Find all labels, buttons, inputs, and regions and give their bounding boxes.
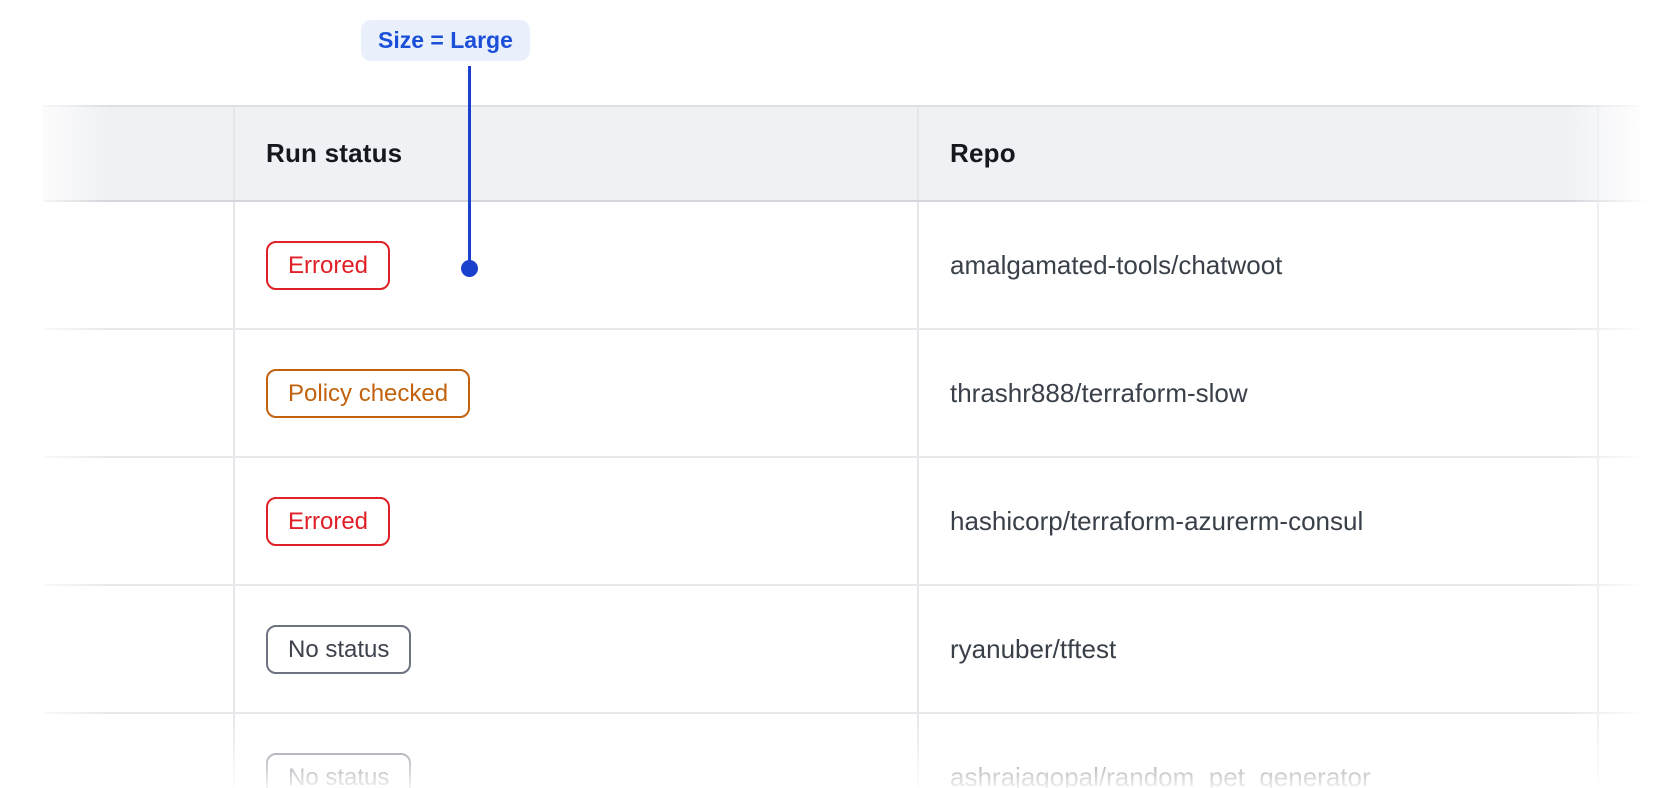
cell-empty [1597, 714, 1672, 788]
header-label-run-status: Run status [266, 138, 403, 168]
run-status-badge: No status [266, 624, 412, 674]
run-status-badge: Errored [266, 496, 391, 546]
cell-empty [1597, 458, 1672, 584]
header-cell-empty-right [1597, 107, 1672, 200]
table-row[interactable]: Errored hashicorp/terraform-azurerm-cons… [43, 458, 1672, 586]
header-cell-repo: Repo [917, 107, 1597, 200]
table-row[interactable]: Errored amalgamated-tools/chatwoot [43, 202, 1672, 330]
cell-empty [43, 330, 233, 456]
annotation-pointer-line [468, 66, 471, 261]
cell-run-status: Errored [233, 458, 917, 584]
table-row[interactable]: No status ryanuber/tftest [43, 586, 1672, 714]
cell-run-status: Policy checked [233, 330, 917, 456]
header-cell-run-status: Run status [233, 107, 917, 200]
runs-table: Run status Repo Errored amalgamated-tool… [43, 105, 1672, 788]
cell-empty [43, 714, 233, 788]
cell-repo: thrashr888/terraform-slow [917, 330, 1597, 456]
repo-name: amalgamated-tools/chatwoot [950, 249, 1283, 280]
cell-empty [43, 202, 233, 328]
header-label-repo: Repo [950, 138, 1016, 168]
cell-repo: hashicorp/terraform-azurerm-consul [917, 458, 1597, 584]
cell-empty [43, 458, 233, 584]
repo-name: ryanuber/tftest [950, 633, 1117, 664]
cell-run-status: Errored [233, 202, 917, 328]
cell-run-status: No status [233, 714, 917, 788]
cell-run-status: No status [233, 586, 917, 712]
cell-repo: ryanuber/tftest [917, 586, 1597, 712]
cell-empty [1597, 330, 1672, 456]
cell-repo: ashrajagopal/random_pet_generator [917, 714, 1597, 788]
header-cell-empty-left [43, 107, 233, 200]
run-status-badge: No status [266, 752, 412, 788]
repo-name: thrashr888/terraform-slow [950, 377, 1248, 408]
annotation-pointer-dot [461, 260, 478, 277]
cell-empty [1597, 202, 1672, 328]
annotation-label: Size = Large [361, 20, 530, 61]
repo-name: hashicorp/terraform-azurerm-consul [950, 505, 1364, 536]
cell-repo: amalgamated-tools/chatwoot [917, 202, 1597, 328]
repo-name: ashrajagopal/random_pet_generator [950, 761, 1371, 788]
table-header-row: Run status Repo [43, 105, 1672, 202]
cell-empty [1597, 586, 1672, 712]
run-status-badge: Errored [266, 240, 391, 290]
cell-empty [43, 586, 233, 712]
table-row[interactable]: No status ashrajagopal/random_pet_genera… [43, 714, 1672, 788]
table-row[interactable]: Policy checked thrashr888/terraform-slow [43, 330, 1672, 458]
run-status-badge: Policy checked [266, 368, 471, 418]
